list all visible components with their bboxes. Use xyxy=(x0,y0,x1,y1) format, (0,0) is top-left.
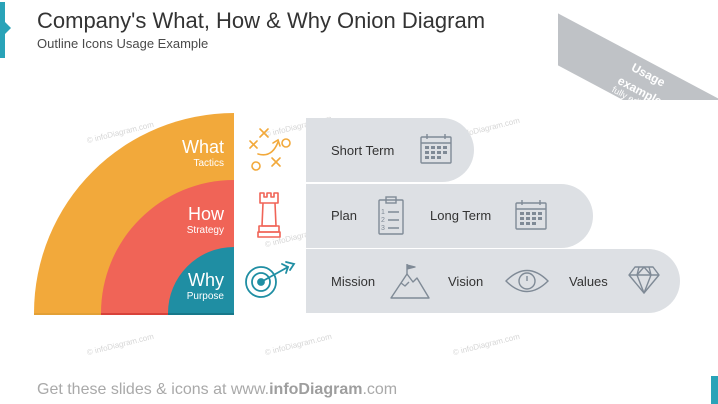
calendar-icon xyxy=(420,134,452,164)
header-accent-tip xyxy=(5,22,11,34)
layer-title-why: Why xyxy=(188,270,224,290)
onion-base-why xyxy=(168,313,234,315)
item-mission: Mission xyxy=(331,274,376,289)
item-long-term: Long Term xyxy=(430,208,492,223)
onion-base-how xyxy=(101,313,234,315)
layer-subtitle-how: Strategy xyxy=(186,225,224,236)
item-plan: Plan xyxy=(331,208,358,223)
row-bar-how xyxy=(306,184,593,248)
layer-label-what: What Tactics xyxy=(182,137,224,169)
footer-suffix: .com xyxy=(362,381,398,398)
layer-subtitle-why: Purpose xyxy=(186,291,224,302)
footer-brand: infoDiagram xyxy=(269,381,363,398)
target-arrow-icon xyxy=(245,261,296,298)
page-title: Company's What, How & Why Onion Diagram xyxy=(37,8,486,33)
layer-subtitle-what: Tactics xyxy=(193,158,224,169)
footer-text: Get these slides & icons at www.infoDiag… xyxy=(37,381,397,399)
item-vision: Vision xyxy=(448,274,484,289)
svg-text:1: 1 xyxy=(381,209,385,216)
svg-text:2: 2 xyxy=(381,217,385,224)
clipboard-list-icon: 123 xyxy=(378,196,404,235)
layer-title-what: What xyxy=(181,137,224,157)
tactics-play-icon xyxy=(249,128,291,171)
onion-layer-why xyxy=(168,247,234,313)
row-bar-why xyxy=(306,249,680,313)
header-accent-bar xyxy=(0,2,5,58)
chess-rook-icon xyxy=(257,192,281,238)
item-short-term: Short Term xyxy=(331,143,395,158)
page-subtitle: Outline Icons Usage Example xyxy=(37,36,209,51)
layer-label-how: How Strategy xyxy=(187,204,224,236)
layer-title-how: How xyxy=(187,204,224,224)
layer-label-why: Why Purpose xyxy=(187,270,224,302)
eye-icon xyxy=(505,269,549,293)
svg-text:3: 3 xyxy=(381,225,385,232)
footer-accent-bar xyxy=(711,376,718,404)
row-bar-what xyxy=(306,118,474,182)
diamond-icon xyxy=(628,266,660,294)
footer-prefix: Get these slides & icons at www. xyxy=(37,381,270,398)
mountain-flag-icon xyxy=(390,264,430,299)
calendar-icon xyxy=(515,200,547,230)
item-values: Values xyxy=(569,274,608,289)
